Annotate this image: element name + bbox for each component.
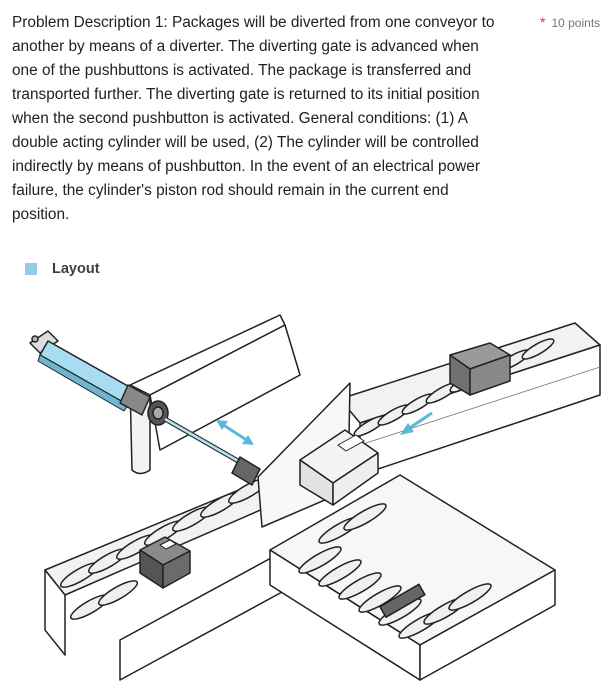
points-label: 10 points: [551, 16, 601, 30]
conveyor-icon: [339, 322, 601, 476]
description-line: failure, the cylinder's piston rod shoul…: [12, 182, 449, 199]
square-bullet-icon: [25, 263, 37, 275]
points-indicator: * 10 points: [540, 14, 600, 30]
required-marker: *: [540, 14, 546, 30]
conveyor-icon: [269, 474, 556, 681]
description-line: indirectly by means of pushbutton. In th…: [12, 158, 480, 175]
description-line: double acting cylinder will be used, (2)…: [12, 134, 479, 151]
diverter-layout-illustration: [29, 314, 601, 681]
description-line: another by means of a diverter. The dive…: [12, 38, 479, 55]
layout-section-header: Layout: [25, 258, 100, 280]
package-icon: [449, 342, 511, 396]
description-line: Problem Description 1: Packages will be …: [12, 14, 495, 31]
description-line: when the second pushbutton is activated.…: [12, 110, 469, 127]
pneumatic-cylinder-icon: [29, 330, 261, 486]
arrow-icon: [216, 411, 433, 445]
guard-wall: [129, 314, 301, 475]
problem-description: Problem Description 1: Packages will be …: [12, 11, 532, 227]
description-line: transported further. The diverting gate …: [12, 86, 480, 103]
description-line: position.: [12, 206, 70, 223]
conveyor-icon: [44, 474, 296, 681]
package-icon: [139, 536, 191, 589]
package-icon: [299, 429, 379, 506]
description-line: one of the pushbuttons is activated. The…: [12, 62, 472, 79]
layout-section-title: Layout: [52, 261, 100, 277]
